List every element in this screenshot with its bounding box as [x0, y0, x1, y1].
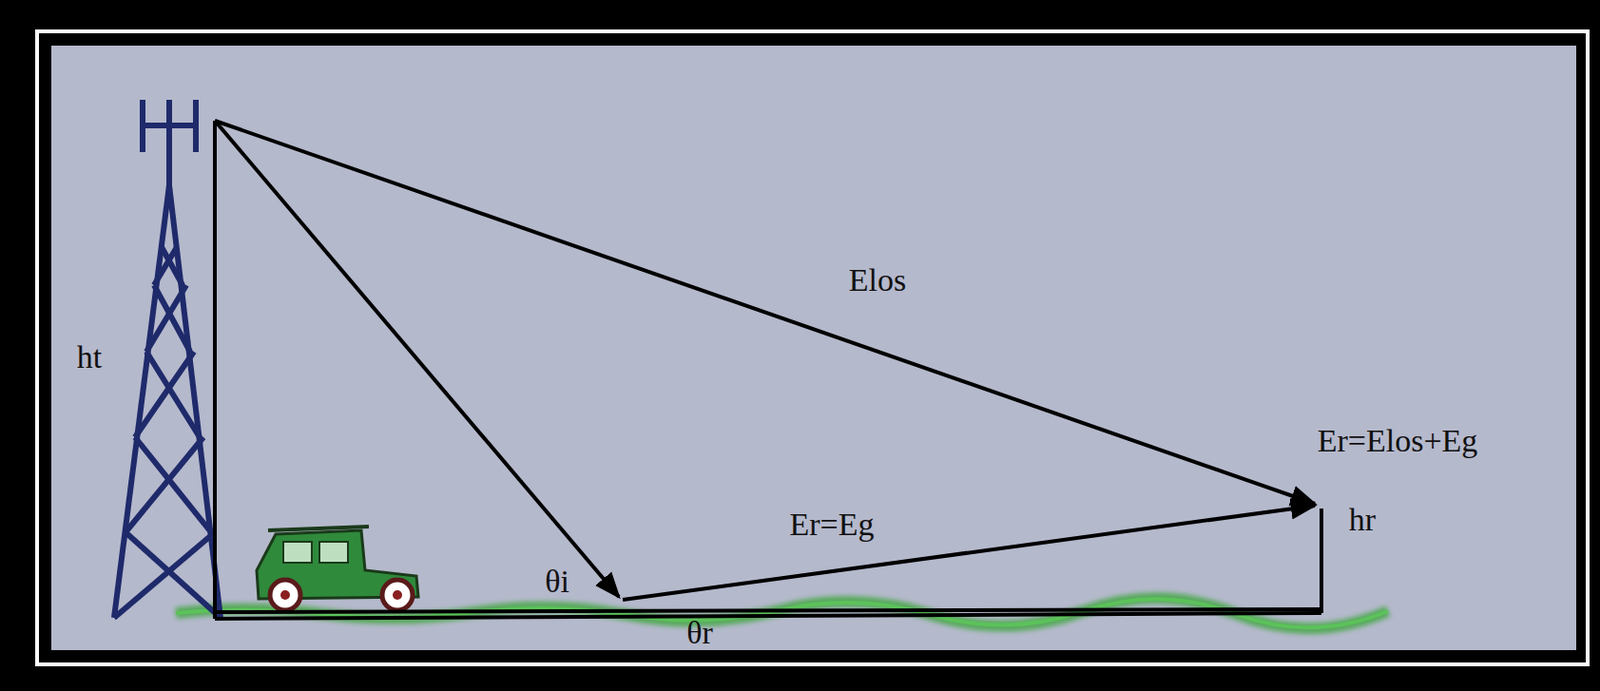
grass-edge	[175, 598, 1388, 628]
ray-geometry	[214, 120, 1322, 619]
height-label: hr	[1349, 503, 1376, 537]
ground-line	[214, 613, 1322, 619]
angle-label: θi	[544, 565, 570, 598]
incident-ray	[214, 120, 619, 598]
background	[51, 45, 1577, 651]
car	[256, 526, 419, 611]
field-label: Er=Elos+Eg	[1317, 424, 1479, 458]
ray-label: Er=Eg	[789, 508, 874, 541]
rx-height-line	[1319, 508, 1324, 614]
reflected-ray	[622, 505, 1315, 600]
grass	[175, 597, 1388, 629]
ray-label: Elos	[848, 264, 907, 297]
tx-height-line	[212, 120, 217, 619]
ground-line	[214, 609, 1322, 613]
inner-border	[37, 31, 1588, 665]
angle-label: θr	[686, 616, 714, 650]
height-label: ht	[77, 341, 102, 374]
tower	[114, 99, 221, 618]
